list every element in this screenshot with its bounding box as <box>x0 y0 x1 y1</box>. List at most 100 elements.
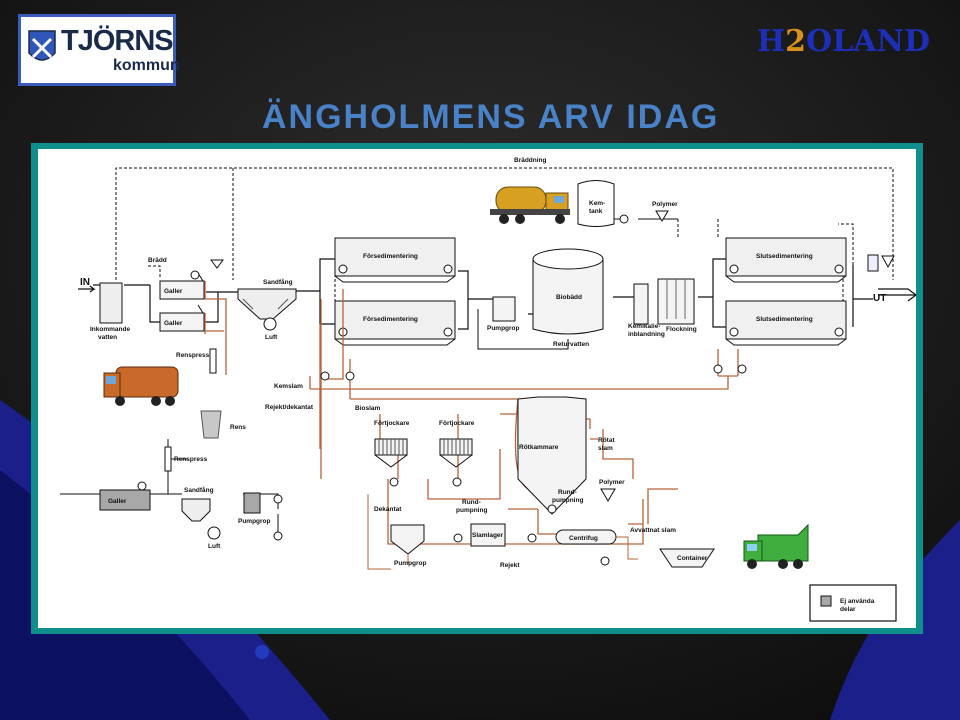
label-bioslam: Bioslam <box>355 405 381 412</box>
chemical-tank <box>577 180 615 227</box>
circulation-pump-1 <box>547 504 557 514</box>
brand-part-2: 2 <box>785 24 807 59</box>
chemical-mixer <box>633 283 649 325</box>
thickener-pump-2 <box>452 477 462 487</box>
label-container: Container <box>677 555 708 562</box>
screen-2 <box>159 312 205 332</box>
label-pumpgrop-top: Pumpgrop <box>487 325 520 332</box>
slide-title: ÄNGHOLMENS ARV IDAG <box>262 98 720 136</box>
thickener-1-cone <box>374 454 408 468</box>
pump-pit-2 <box>243 492 261 514</box>
screening-press-1 <box>209 348 217 374</box>
label-rejekt-dekantat: Rejekt/dekantat <box>265 404 314 411</box>
sludge-pump-3 <box>713 364 723 374</box>
reject-pump <box>600 556 610 566</box>
label-centrifug: Centrifug <box>569 535 598 542</box>
label-kemslam: Kemslam <box>274 383 303 390</box>
label-fortjockare-2: Förtjockare <box>439 420 475 427</box>
label-forsed-2: Försedimentering <box>363 316 418 323</box>
label-flockning: Flockning <box>666 326 697 333</box>
label-rens: Rens <box>230 424 246 431</box>
label-slamlager: Slamlager <box>472 532 504 539</box>
final-clarifier-2-hopper <box>725 338 847 346</box>
process-flow-diagram: Bräddning IN UT Inkommande vatten Brädd … <box>60 157 916 622</box>
final-clarifier-1-hopper <box>725 275 847 283</box>
label-rotat-1: Rötat <box>598 437 615 444</box>
final-1-wheel-a <box>729 264 739 274</box>
in-arrow-icon <box>78 285 96 293</box>
label-renspress-top: Renspress <box>176 352 210 359</box>
decant-pit <box>390 524 425 555</box>
logo-name: TJÖRNS <box>61 25 174 57</box>
primary-1-wheel-a <box>338 264 348 274</box>
legend-label-1: Ej använda <box>840 598 875 605</box>
legend-label-2: delar <box>840 606 856 613</box>
sludge-storage <box>470 523 506 547</box>
label-slutsed-2: Slutsedimentering <box>756 316 813 323</box>
dump-truck-icon <box>743 523 809 569</box>
label-rund-left-2: pumpning <box>456 507 487 514</box>
final-2-wheel-a <box>729 327 739 337</box>
label-rund-right-1: Rund- <box>558 489 577 496</box>
label-polymer-top: Polymer <box>652 201 678 208</box>
label-sandfang-bottom: Sandfång <box>184 486 214 494</box>
label-in: IN <box>80 277 90 288</box>
chemical-pump <box>619 214 629 224</box>
label-inkommande-1: Inkommande <box>90 326 130 333</box>
thickener-pump-1 <box>389 477 399 487</box>
label-galler-1: Galler <box>164 288 183 295</box>
digester <box>517 396 587 515</box>
polymer-dosing-1 <box>655 210 669 222</box>
primary-2-wheel-b <box>443 327 453 337</box>
brand-part-oland: OLAND <box>806 24 930 59</box>
label-rejekt: Rejekt <box>500 562 520 569</box>
label-forsed-1: Försedimentering <box>363 253 418 260</box>
label-fortjockare-1: Förtjockare <box>374 420 410 427</box>
sludge-pump-4 <box>737 364 747 374</box>
label-kemikalie-1: Kemikalie- <box>628 323 661 330</box>
sludge-pump-1 <box>320 371 330 381</box>
primary-clarifier-1 <box>334 237 456 277</box>
label-rund-right-2: pumpning <box>552 497 583 504</box>
screen-motor-3 <box>137 481 147 491</box>
container <box>659 548 715 568</box>
screen-motor-1 <box>190 270 200 280</box>
flocculation-mixers <box>666 279 686 319</box>
screening-press-2 <box>164 446 172 472</box>
centrifuge-feed-pump <box>527 533 537 543</box>
label-galler-2: Galler <box>164 320 183 327</box>
label-kemtank-2: tank <box>589 208 603 215</box>
dewatered-sludge-line <box>616 536 638 560</box>
h2oland-logo: H2OLAND <box>757 24 930 59</box>
final-2-wheel-b <box>834 327 844 337</box>
label-galler-3: Galler <box>108 498 127 505</box>
biofilter-top <box>532 248 604 270</box>
label-slutsed-1: Slutsedimentering <box>756 253 813 260</box>
label-luft-top: Luft <box>265 334 278 341</box>
label-inkommande-2: vatten <box>98 334 117 341</box>
grit-chamber-2 <box>181 498 211 522</box>
air-blower-2 <box>207 526 221 540</box>
label-ut: UT <box>873 293 886 304</box>
refuse-truck-icon <box>103 366 179 406</box>
legend-swatch-unused <box>820 595 832 607</box>
final-1-wheel-b <box>834 264 844 274</box>
outlet-meter-q <box>867 254 879 272</box>
screen-1 <box>159 280 205 300</box>
thickener-2-internals <box>443 439 469 455</box>
return-water-line <box>477 309 569 350</box>
inlet-basin <box>99 282 123 324</box>
label-polymer-bottom: Polymer <box>599 479 625 486</box>
thickener-1-internals <box>378 439 404 455</box>
label-renspress-bottom: Renspress <box>174 456 208 463</box>
outlet-sampler <box>881 255 895 269</box>
label-dekantat: Dekantat <box>374 506 402 513</box>
lower-pump-2 <box>273 531 283 541</box>
brand-part-h: H <box>756 24 786 59</box>
label-biobadd: Biobädd <box>556 294 582 301</box>
label-avvattnat: Avvattnat slam <box>630 527 676 534</box>
logo-sub: kommun <box>113 57 180 74</box>
sludge-pump-2 <box>345 371 355 381</box>
screen-3 <box>99 489 151 511</box>
municipality-emblem-icon <box>28 30 56 61</box>
